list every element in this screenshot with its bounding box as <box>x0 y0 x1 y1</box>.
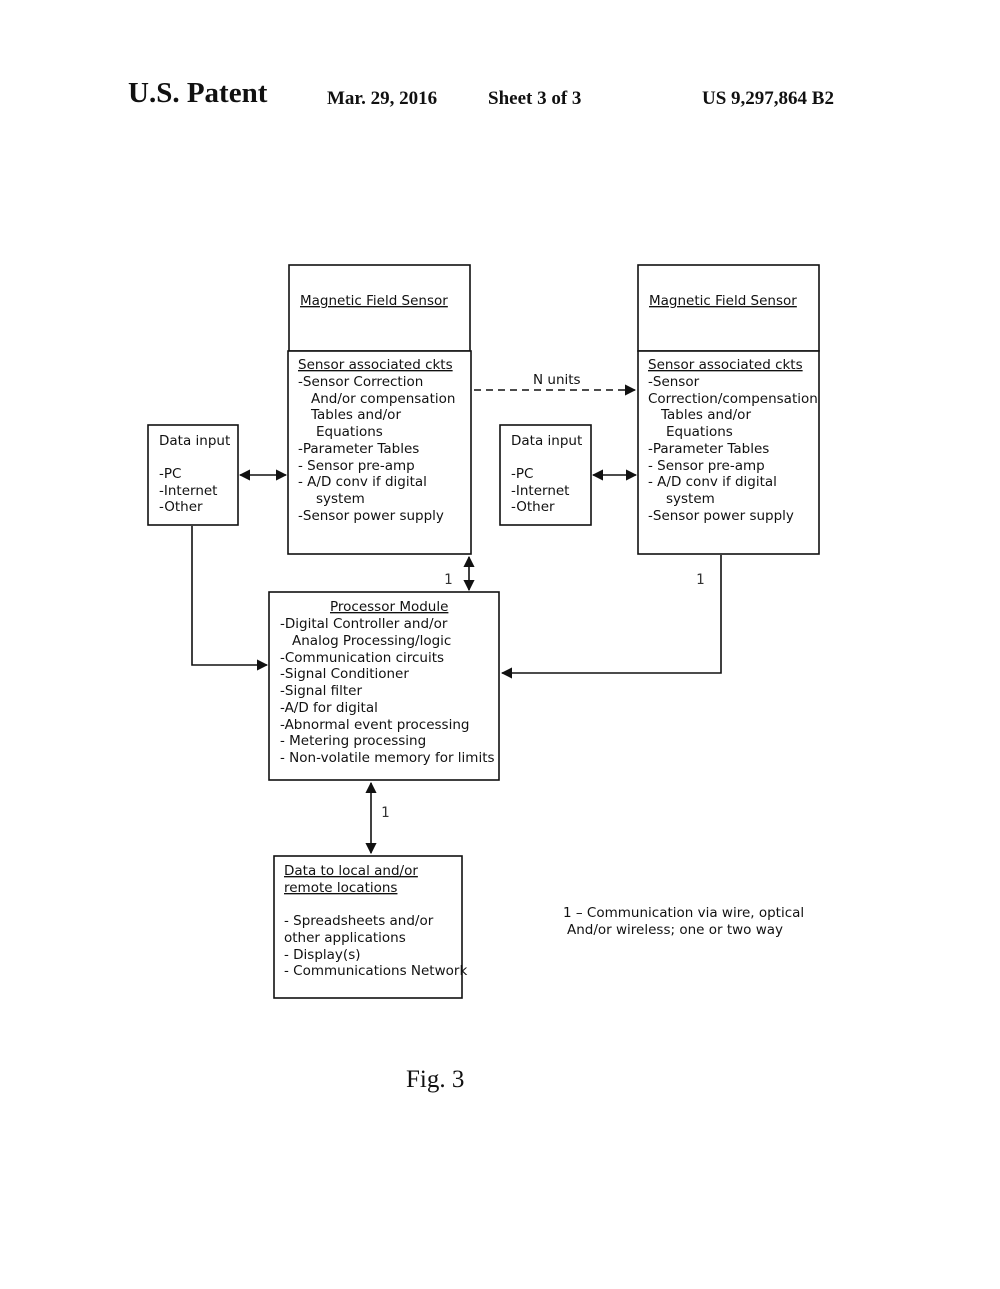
sensor-left-line: system <box>316 491 365 507</box>
sensor-left-line: Equations <box>316 424 383 440</box>
sensor-left-title-box <box>288 264 471 352</box>
sensor-right-line: -Sensor <box>648 374 700 390</box>
output-title-line1: Data to local and/or <box>284 863 418 879</box>
data-input-mid: Data input -PC -Internet -Other <box>499 424 592 526</box>
data-input-mid-box <box>499 424 592 526</box>
processor-line: -Signal filter <box>280 683 362 699</box>
output-line: - Communications Network <box>284 963 467 979</box>
link-label-right: 1 <box>696 572 704 588</box>
sensor-right-line: - A/D conv if digital <box>648 474 777 490</box>
processor-line: -A/D for digital <box>280 700 378 716</box>
data-input-left: Data input -PC -Internet -Other <box>147 424 239 526</box>
sensor-left-line: And/or compensation <box>311 391 455 407</box>
processor-module: Processor Module -Digital Controller and… <box>268 591 500 781</box>
sensor-right-title-box <box>637 264 820 352</box>
patent-date: Mar. 29, 2016 <box>327 88 438 109</box>
data-input-left-item: -Other <box>159 499 203 515</box>
sensor-right-ckts-heading: Sensor associated ckts <box>648 357 803 373</box>
sensor-right-line: Equations <box>666 424 733 440</box>
legend-line1: 1 – Communication via wire, optical <box>563 905 804 921</box>
sensor-right: Magnetic Field Sensor Sensor associated … <box>637 264 820 555</box>
sensor-right-line: Tables and/or <box>660 407 751 423</box>
processor-line: Analog Processing/logic <box>292 633 451 649</box>
sensor-right-line: - Sensor pre-amp <box>648 458 765 474</box>
processor-line: -Abnormal event processing <box>280 717 469 733</box>
sensor-right-processor-arrow <box>500 555 722 679</box>
link-label-bottom: 1 <box>381 805 389 821</box>
processor-title: Processor Module <box>330 599 448 615</box>
sensor-right-line: Correction/compensation <box>648 391 818 407</box>
patent-number: US 9,297,864 B2 <box>702 88 834 109</box>
output-line: - Display(s) <box>284 947 361 963</box>
processor-line: -Digital Controller and/or <box>280 616 448 632</box>
output-line: other applications <box>284 930 406 946</box>
output-line: - Spreadsheets and/or <box>284 913 434 929</box>
figure-label: Fig. 3 <box>406 1066 465 1093</box>
sensor-left-ckts-box <box>287 350 472 555</box>
data-input-processor-arrow <box>191 526 269 671</box>
processor-line: - Non-volatile memory for limits <box>280 750 495 766</box>
sensor-right-line: -Sensor power supply <box>648 508 794 524</box>
data-input-mid-item: -Other <box>511 499 555 515</box>
processor-line: -Communication circuits <box>280 650 444 666</box>
output-box <box>273 855 463 999</box>
link-label-left: 1 <box>444 572 452 588</box>
sensor-left: Magnetic Field Sensor Sensor associated … <box>287 264 472 555</box>
sensor-left-line: -Sensor Correction <box>298 374 423 390</box>
sensor-left-line: - Sensor pre-amp <box>298 458 415 474</box>
data-input-mid-item: -Internet <box>511 483 569 499</box>
output-title-line2: remote locations <box>284 880 397 896</box>
sensor-left-line: -Sensor power supply <box>298 508 444 524</box>
data-input-mid-item: -PC <box>511 466 533 482</box>
output-module: Data to local and/or remote locations - … <box>273 855 467 999</box>
sensor-right-ckts-box <box>637 350 820 555</box>
data-input-left-item: -Internet <box>159 483 217 499</box>
sensor-left-line: Tables and/or <box>310 407 401 423</box>
data-input-mid-title: Data input <box>511 433 582 449</box>
legend-line2: And/or wireless; one or two way <box>567 922 783 938</box>
sensor-left-ckts-heading: Sensor associated ckts <box>298 357 453 373</box>
data-input-left-title: Data input <box>159 433 230 449</box>
sensor-right-title: Magnetic Field Sensor <box>649 293 797 309</box>
patent-title: U.S. Patent <box>128 77 268 109</box>
data-input-left-box <box>147 424 239 526</box>
data-input-left-item: -PC <box>159 466 181 482</box>
sensor-right-line: system <box>666 491 715 507</box>
sensor-left-line: -Parameter Tables <box>298 441 419 457</box>
sensor-left-line: - A/D conv if digital <box>298 474 427 490</box>
sheet-number: Sheet 3 of 3 <box>488 88 582 109</box>
processor-box <box>268 591 500 781</box>
n-units-label: N units <box>533 372 581 388</box>
sensor-right-line: -Parameter Tables <box>648 441 769 457</box>
sensor-left-title: Magnetic Field Sensor <box>300 293 448 309</box>
processor-line: -Signal Conditioner <box>280 666 409 682</box>
processor-line: - Metering processing <box>280 733 426 749</box>
